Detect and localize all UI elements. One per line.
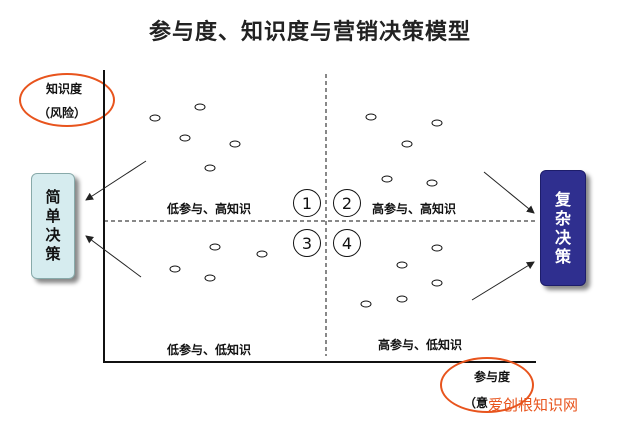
dot <box>381 175 393 183</box>
dot <box>396 261 408 269</box>
simple-decision-box: 简单决策 <box>31 173 75 279</box>
dot <box>360 300 372 308</box>
arrow-to-complex-lower <box>471 261 535 301</box>
dot-cluster-q2 <box>365 113 443 187</box>
quadrant-1-number: 1 <box>293 189 321 217</box>
quadrant-2-number: 2 <box>333 189 361 217</box>
dot <box>396 295 408 303</box>
dot <box>431 279 443 287</box>
dot <box>149 114 161 122</box>
x-axis-highlight-ellipse <box>440 357 534 413</box>
dot <box>431 119 443 127</box>
complex-decision-box: 复杂决策 <box>540 170 586 286</box>
dot-cluster-q3 <box>169 243 268 282</box>
quadrant-3-number: 3 <box>293 229 321 257</box>
dot <box>229 140 241 148</box>
watermark-text: 爱创根知识网 <box>488 396 579 414</box>
arrow-to-simple-lower <box>85 235 142 278</box>
dot <box>256 250 268 258</box>
y-axis-sublabel: （风险） <box>38 106 87 120</box>
x-axis-sublabel: （意 <box>464 396 489 410</box>
arrow-to-simple-upper <box>85 160 147 201</box>
quadrant-2-label: 高参与、高知识 <box>372 202 457 216</box>
simple-decision-label: 简单决策 <box>45 188 61 263</box>
dot <box>365 113 377 121</box>
dot-cluster-q4 <box>360 244 443 308</box>
quadrant-4-label: 高参与、低知识 <box>378 338 463 352</box>
quadrant-3-label: 低参与、低知识 <box>167 343 252 357</box>
dot <box>401 140 413 148</box>
dot <box>194 103 206 111</box>
complex-decision-label: 复杂决策 <box>555 190 572 266</box>
dot <box>426 179 438 187</box>
dot <box>204 274 216 282</box>
quadrant-1-label: 低参与、高知识 <box>167 202 252 216</box>
dot <box>209 243 221 251</box>
x-axis-label: 参与度 <box>474 370 511 384</box>
dot-cluster-q1 <box>149 103 241 172</box>
arrow-to-complex-upper <box>483 171 535 214</box>
dot <box>169 265 181 273</box>
y-axis-label: 知识度 <box>46 82 83 96</box>
quadrant-4-number: 4 <box>333 229 361 257</box>
y-axis-highlight-ellipse <box>19 73 115 127</box>
dot <box>204 164 216 172</box>
dot <box>179 134 191 142</box>
page-title: 参与度、知识度与营销决策模型 <box>148 20 471 45</box>
dot <box>431 244 443 252</box>
